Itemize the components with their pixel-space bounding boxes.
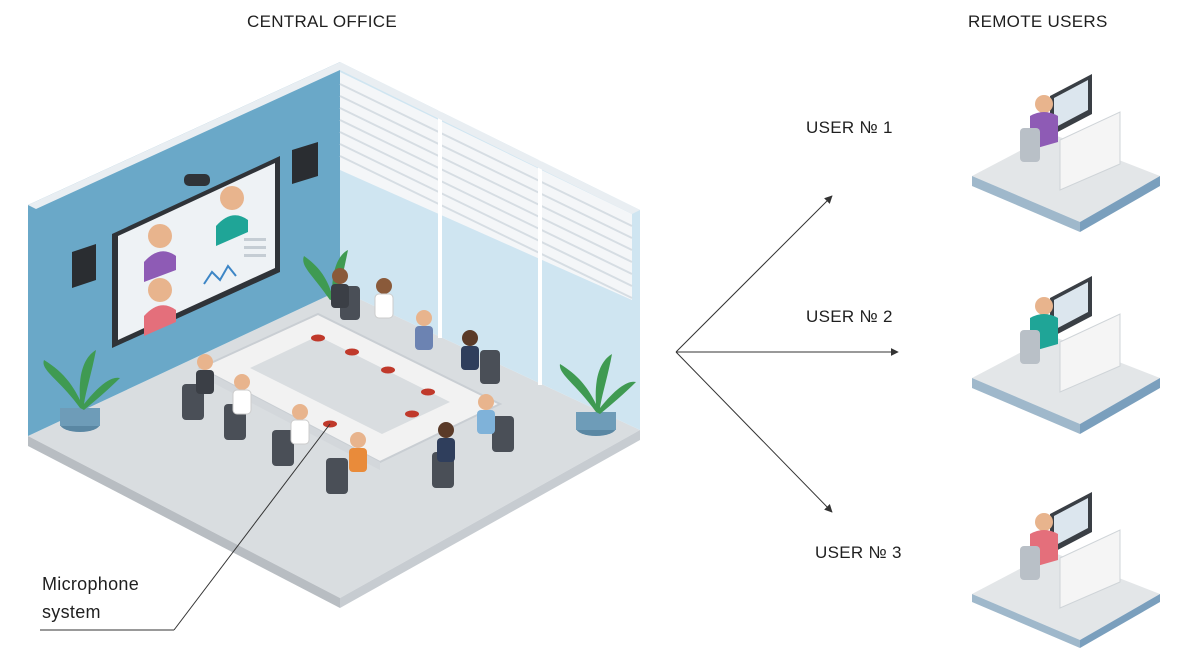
- user-3-label: USER № 3: [815, 543, 902, 562]
- screen-participant-2: [216, 186, 248, 246]
- speaker-left-icon: [72, 244, 96, 288]
- remote-users-heading: REMOTE USERS: [968, 12, 1108, 31]
- microphone-callout-line: [173, 423, 331, 631]
- plant-right-icon: [559, 354, 636, 436]
- conference-table-cutout: [250, 336, 450, 434]
- arrow-to-user-3: [675, 351, 833, 513]
- screen-chart-line: [203, 264, 237, 285]
- camera-icon: [184, 174, 210, 186]
- remote-workstation-2: [972, 276, 1160, 434]
- connection-arrows: [675, 195, 899, 513]
- user-2-label: USER № 2: [806, 307, 893, 326]
- room-floor-edge-left: [28, 436, 340, 608]
- glass-wall-top: [340, 62, 640, 214]
- screen-participant-1: [144, 224, 176, 282]
- callout-line-1: Microphone: [42, 574, 140, 594]
- microphone-system-callout: Microphone system: [42, 570, 202, 626]
- remote-workstation-1: [972, 74, 1160, 232]
- plant-left-icon: [43, 350, 120, 432]
- glass-mullions: [438, 110, 542, 385]
- blinds-slats: [339, 83, 633, 299]
- screen-participant-3: [144, 278, 176, 336]
- screen-text-lines: [244, 238, 266, 257]
- remote-workstation-3: [972, 492, 1160, 648]
- back-wall-top: [28, 62, 340, 209]
- chairs: [182, 286, 514, 494]
- blinds: [340, 72, 632, 300]
- callout-line-2: system: [42, 602, 101, 622]
- meeting-participants: [196, 268, 495, 472]
- speaker-right-icon: [292, 142, 318, 184]
- arrow-to-user-1: [675, 195, 833, 353]
- room-floor-edge-right: [340, 430, 640, 608]
- central-office-heading: CENTRAL OFFICE: [247, 12, 397, 31]
- user-1-label: USER № 1: [806, 118, 893, 137]
